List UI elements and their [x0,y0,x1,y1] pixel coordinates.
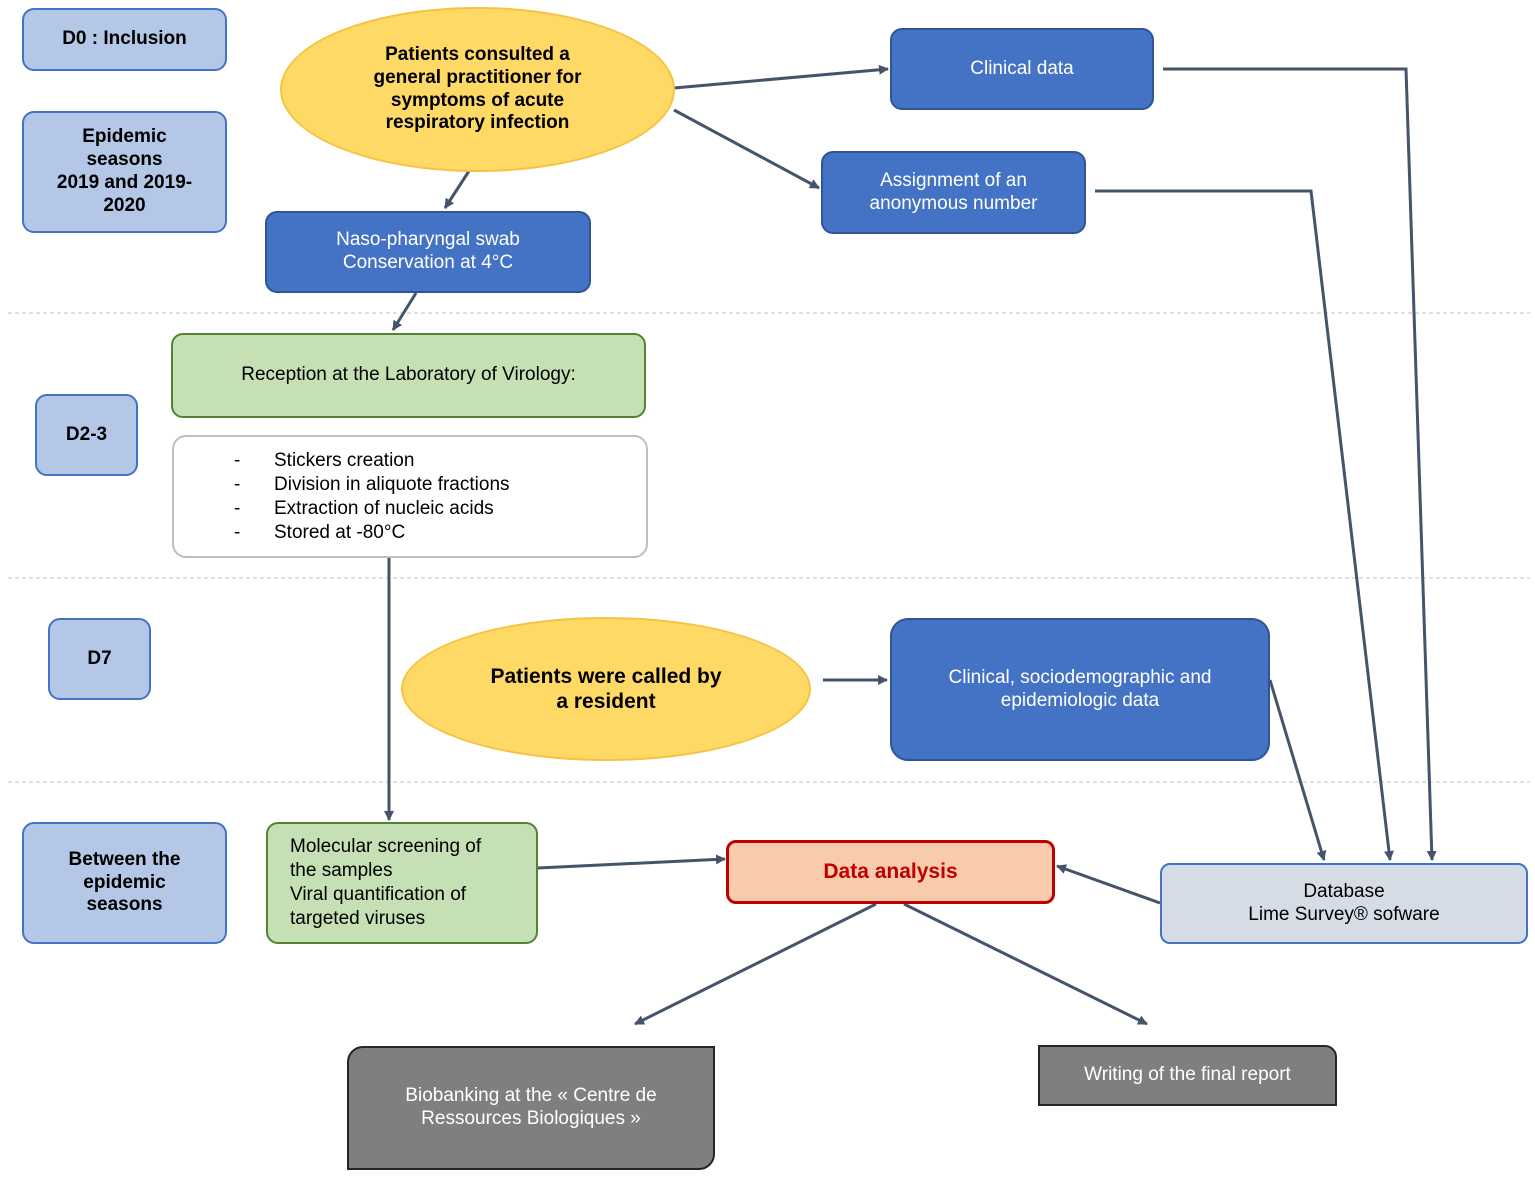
node-text: Clinical data [970,57,1074,79]
list-item-text: Stored at -80°C [274,521,406,543]
biobanking-node: Biobanking at the « Centre de Ressources… [347,1046,715,1170]
clinical-socio-node: Clinical, sociodemographic and epidemiol… [890,618,1270,761]
phase-between-line: seasons [86,894,163,916]
list-item-text: Extraction of nucleic acids [274,497,494,519]
phase-d0-label: D0 : Inclusion [62,28,187,50]
node-text-line: symptoms of acute [390,89,565,111]
molecular-screening-node: Molecular screening of the samples Viral… [266,822,538,944]
arrow-assignment-to-database [1095,189,1394,861]
node-text-line: Database [1303,880,1385,902]
node-text-line: Patients consulted a [385,43,570,65]
node-text-line: Conservation at 4°C [342,252,514,273]
swab-node: Naso-pharyngal swab Conservation at 4°C [265,211,591,293]
phase-epidemic-line: 2019 and 2019- [56,172,193,193]
phase-d7: D7 [48,618,151,700]
assignment-node: Assignment of an anonymous number [821,151,1086,234]
node-text-line: Assignment of an [880,169,1027,191]
reception-node: Reception at the Laboratory of Virology: [171,333,646,418]
node-text-line: Naso-pharyngal swab [336,229,520,251]
arrow-swab-to-reception [391,292,418,331]
node-text-line: Lime Survey® sofware [1248,903,1440,925]
arrow-clinical-to-database [1163,67,1437,861]
patients-consulted-node: Patients consulted a general practitione… [280,7,675,172]
node-text-line: respiratory infection [385,112,570,134]
arrow-consult-to-clinical [673,64,889,90]
arrow-analysis-to-biobanking [634,902,877,1026]
node-text: Reception at the Laboratory of Virology: [241,364,576,386]
phase-between-line: Between the [68,848,181,870]
arrow-socio-to-database [1268,679,1327,861]
list-item: - Extraction of nucleic acids [234,497,510,521]
node-text-line: Ressources Biologiques » [421,1108,641,1129]
node-text-line: general practitioner for [373,66,582,88]
node-text-line: Clinical, sociodemographic and [948,666,1212,688]
node-text-line: Patients were called by [490,664,722,688]
phase-d23-label: D2-3 [65,423,108,445]
phase-d0-inclusion: D0 : Inclusion [22,8,227,71]
arrow-molecular-to-analysis [537,854,726,870]
list-item: - Stored at -80°C [234,521,510,545]
arrow-consult-to-assignment [673,108,820,190]
phase-d7-label: D7 [87,647,112,669]
phase-d2-3: D2-3 [35,394,138,476]
node-text-line: a resident [556,690,656,713]
arrow-database-to-analysis [1056,864,1161,905]
patients-called-node: Patients were called by a resident [401,617,811,761]
phase-epidemic-line: 2020 [103,194,146,216]
node-text-line: epidemiologic data [1000,689,1160,711]
final-report-node: Writing of the final report [1038,1045,1337,1106]
arrow-consult-to-swab [443,170,471,209]
node-text-line: Viral quantification of [290,884,467,905]
arrow-analysis-to-report [903,902,1148,1026]
bullet-dash: - [234,521,241,543]
node-text: Data analysis [823,860,958,884]
bullet-dash: - [234,473,241,495]
phase-epidemic-line: Epidemic [82,126,167,148]
bullet-dash: - [234,449,241,471]
list-item-text: Stickers creation [274,449,415,471]
node-text-line: Biobanking at the « Centre de [405,1085,657,1107]
lab-steps-node: - Stickers creation - Division in aliquote… [172,435,648,558]
phase-between-seasons: Between the epidemic seasons [22,822,227,944]
clinical-data-node: Clinical data [890,28,1154,110]
bullet-dash: - [234,497,241,519]
list-item-text: Division in aliquote fractions [274,473,510,495]
node-text-line: Molecular screening of [290,836,482,857]
phase-between-line: epidemic [83,871,166,893]
node-text-line: the samples [290,860,393,881]
phase-epidemic-seasons: Epidemic seasons 2019 and 2019- 2020 [22,111,227,233]
database-node: Database Lime Survey® sofware [1160,863,1528,944]
list-item: - Stickers creation [234,449,510,473]
lab-steps-list: - Stickers creation - Division in aliquote… [174,449,510,545]
node-text-line: anonymous number [869,192,1038,214]
data-analysis-node: Data analysis [726,840,1055,904]
list-item: - Division in aliquote fractions [234,473,510,497]
node-text: Writing of the final report [1084,1064,1291,1086]
phase-epidemic-line: seasons [86,149,163,171]
node-text-line: targeted viruses [290,908,426,929]
